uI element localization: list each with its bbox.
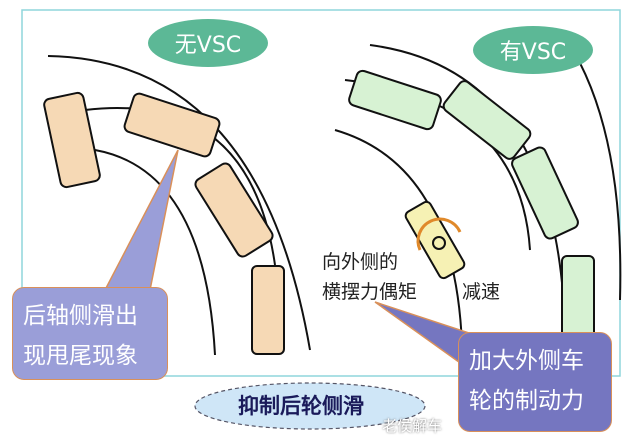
callout-right-line: 加大外侧车	[469, 348, 584, 374]
frame	[21, 9, 621, 377]
callout-right: 加大外侧车 轮的制动力	[458, 332, 612, 432]
car-sliding	[43, 91, 101, 189]
with-vsc-badge-bg	[473, 26, 593, 74]
callout-left-pointer	[103, 149, 179, 291]
yaw-moment-label: 向外侧的 横摆力偶矩	[322, 247, 417, 307]
watermark: 老侯解车	[382, 417, 443, 435]
no-vsc-label: 无VSC	[174, 33, 242, 58]
car-sliding	[194, 162, 274, 258]
yaw-moment-line: 向外侧的	[322, 251, 399, 273]
bottom-label: 抑制后轮侧滑	[238, 394, 364, 418]
callout-right-line: 轮的制动力	[469, 388, 584, 414]
bottom-ellipse	[194, 382, 426, 430]
callout-left-line: 后轴侧滑出	[23, 303, 138, 329]
car-stable	[442, 80, 532, 160]
callout-left: 后轴侧滑出 现甩尾现象	[12, 287, 168, 380]
car-braking	[404, 200, 466, 280]
with-vsc-label: 有VSC	[499, 40, 567, 65]
yaw-moment-line: 横摆力偶矩	[322, 281, 418, 303]
car-stable	[348, 69, 442, 131]
car-sliding	[123, 92, 221, 158]
car-stable	[561, 255, 595, 341]
car-stable	[511, 146, 579, 240]
callout-left-line: 现甩尾现象	[23, 343, 138, 369]
no-vsc-badge-bg	[148, 19, 268, 67]
car-sliding	[251, 265, 285, 355]
yaw-moment-arrow-icon	[416, 217, 462, 251]
decel-label: 减速	[462, 281, 501, 303]
center-of-gravity-icon	[432, 236, 446, 250]
